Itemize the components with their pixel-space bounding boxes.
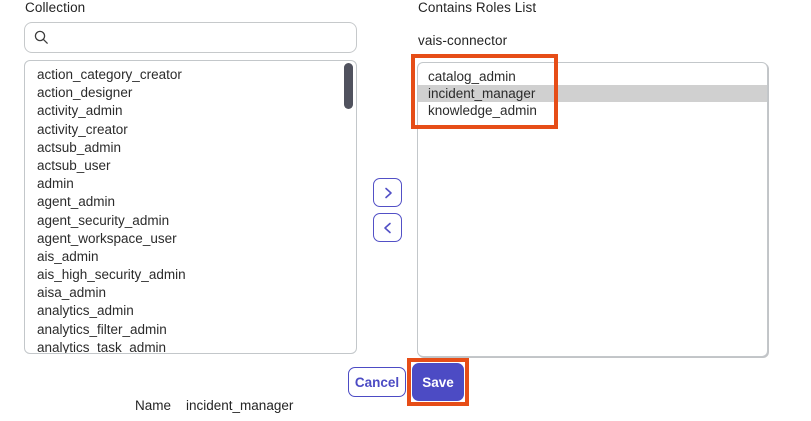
search-icon (33, 29, 50, 46)
search-input[interactable] (56, 30, 348, 45)
list-item[interactable]: activity_creator (37, 121, 128, 137)
list-item[interactable]: agent_workspace_user (37, 230, 177, 246)
name-value: incident_manager (186, 398, 294, 413)
name-label: Name (135, 398, 172, 413)
remove-role-button[interactable] (373, 213, 402, 242)
contains-roles-label: Contains Roles List (418, 0, 537, 15)
scrollbar-thumb[interactable] (344, 63, 353, 109)
list-item[interactable]: knowledge_admin (428, 103, 537, 118)
list-item[interactable]: ais_high_security_admin (37, 267, 186, 283)
list-item[interactable]: analytics_admin (37, 303, 134, 319)
list-item[interactable]: actsub_admin (37, 139, 122, 155)
chevron-right-icon (381, 186, 395, 200)
list-item[interactable]: catalog_admin (428, 69, 516, 84)
chevron-left-icon (381, 221, 395, 235)
search-box[interactable] (24, 22, 357, 53)
add-role-button[interactable] (373, 178, 402, 207)
list-item[interactable]: activity_admin (37, 103, 123, 119)
save-button[interactable]: Save (412, 363, 464, 401)
list-item[interactable]: action_designer (37, 85, 133, 101)
list-item[interactable]: agent_security_admin (37, 212, 170, 228)
list-item[interactable]: aisa_admin (37, 285, 107, 301)
collection-label: Collection (25, 0, 86, 15)
list-item[interactable]: incident_manager (418, 85, 767, 102)
list-item[interactable]: admin (37, 176, 74, 192)
list-item[interactable]: action_category_creator (37, 67, 182, 82)
list-item[interactable]: actsub_user (37, 157, 111, 173)
group-name: vais-connector (418, 33, 508, 48)
list-item[interactable]: agent_admin (37, 194, 116, 210)
name-row: Name incident_manager (135, 398, 293, 413)
list-item[interactable]: analytics_filter_admin (37, 321, 167, 337)
cancel-button[interactable]: Cancel (348, 367, 406, 397)
list-item[interactable]: ais_admin (37, 248, 99, 264)
list-item[interactable]: analytics_task_admin (37, 339, 167, 354)
